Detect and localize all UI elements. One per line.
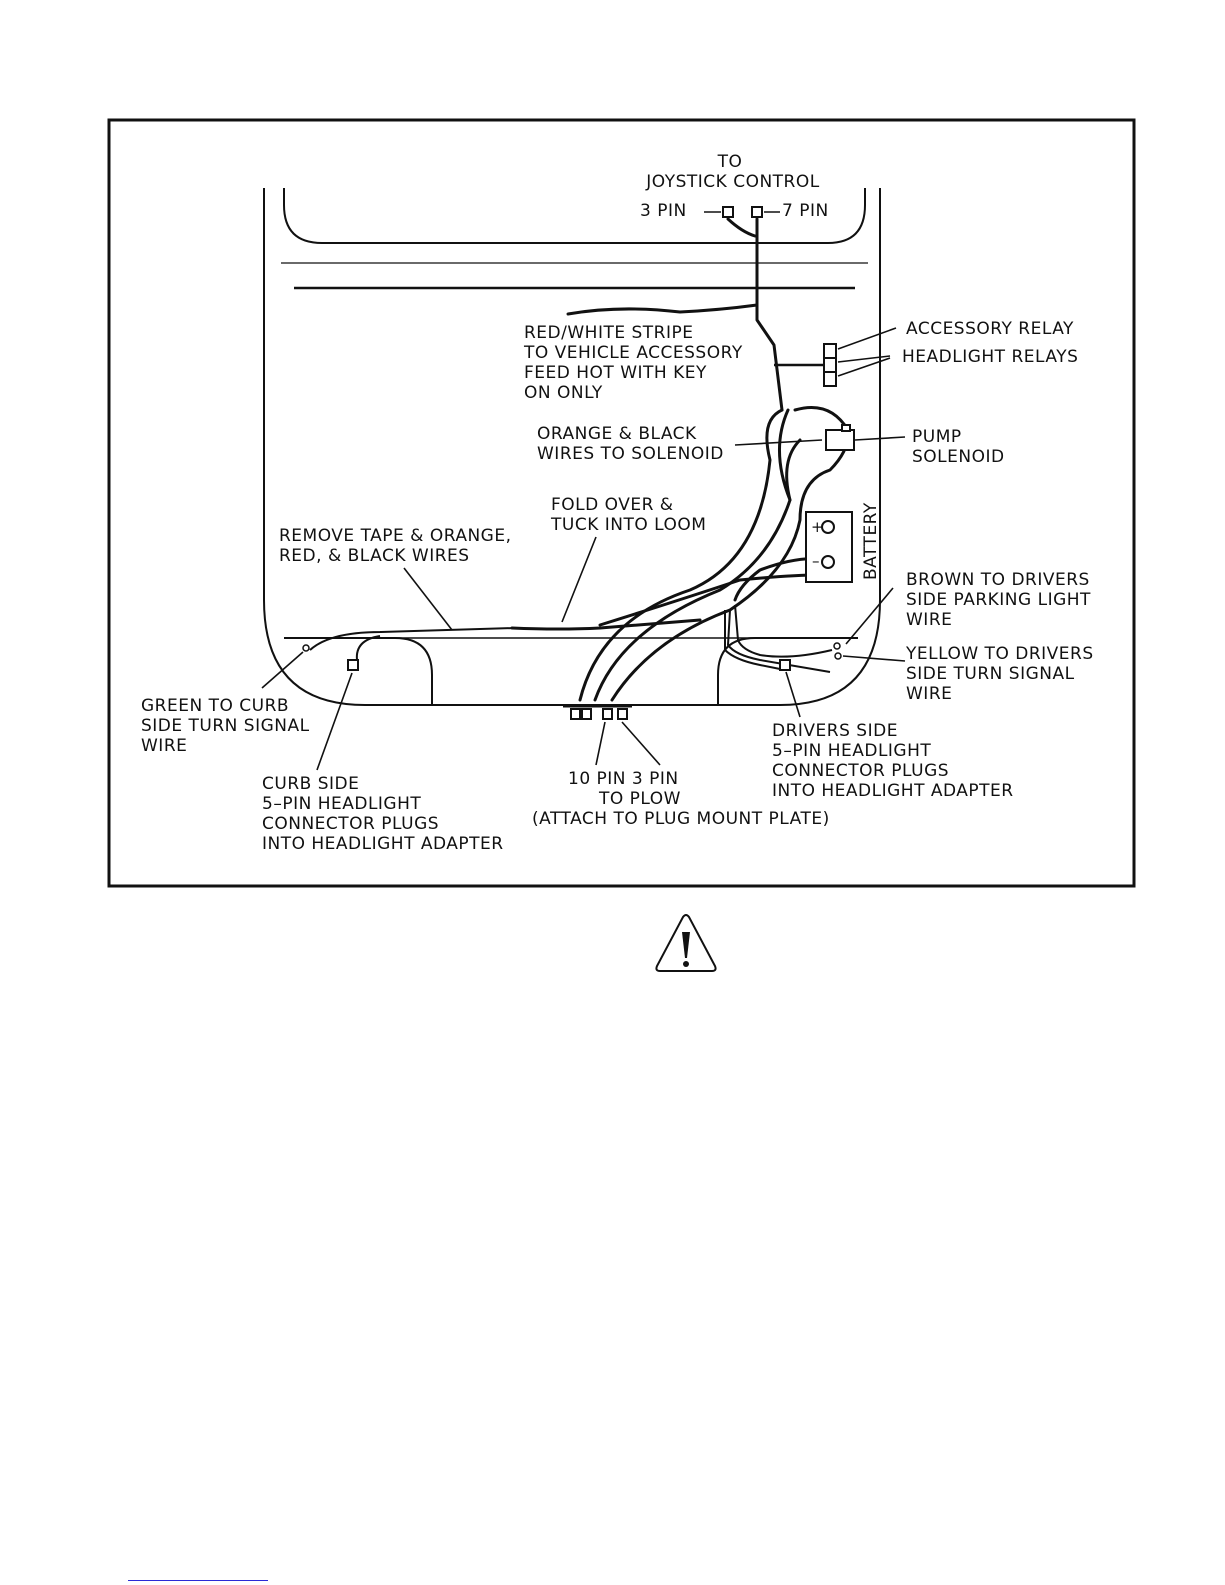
label-green: GREEN TO CURB SIDE TURN SIGNAL WIRE: [141, 696, 310, 756]
warning-triangle-icon: [655, 914, 717, 972]
plow-plugs: [563, 704, 632, 720]
svg-text:INTO HEADLIGHT ADAPTER: INTO HEADLIGHT ADAPTER: [262, 834, 504, 854]
svg-text:WIRE: WIRE: [141, 736, 187, 756]
svg-text:5–PIN HEADLIGHT: 5–PIN HEADLIGHT: [772, 741, 931, 761]
svg-text:SIDE PARKING LIGHT: SIDE PARKING LIGHT: [906, 590, 1091, 610]
svg-text:GREEN TO CURB: GREEN TO CURB: [141, 696, 289, 716]
relays: [823, 343, 837, 387]
svg-text:TO: TO: [717, 152, 743, 172]
svg-text:CONNECTOR PLUGS: CONNECTOR PLUGS: [262, 814, 439, 834]
svg-text:CURB SIDE: CURB SIDE: [262, 774, 359, 794]
label-redwhite: RED/WHITE STRIPE TO VEHICLE ACCESSORY FE…: [523, 323, 743, 403]
svg-text:FEED HOT WITH KEY: FEED HOT WITH KEY: [524, 363, 707, 383]
svg-text:PUMP: PUMP: [912, 427, 962, 447]
label-remove-tape: REMOVE TAPE & ORANGE, RED, & BLACK WIRES: [279, 526, 512, 566]
label-curb-side: CURB SIDE 5–PIN HEADLIGHT CONNECTOR PLUG…: [262, 774, 504, 854]
svg-text:REMOVE TAPE & ORANGE,: REMOVE TAPE & ORANGE,: [279, 526, 512, 546]
leader-lines: [261, 327, 906, 771]
svg-text:RED/WHITE STRIPE: RED/WHITE STRIPE: [524, 323, 694, 343]
svg-text:10 PIN 3 PIN: 10 PIN 3 PIN: [568, 769, 679, 789]
svg-text:WIRE: WIRE: [906, 684, 952, 704]
label-fold-over: FOLD OVER & TUCK INTO LOOM: [550, 495, 706, 535]
label-yellow: YELLOW TO DRIVERS SIDE TURN SIGNAL WIRE: [905, 644, 1094, 704]
svg-text:WIRES TO SOLENOID: WIRES TO SOLENOID: [537, 444, 724, 464]
joystick-connectors: [704, 206, 780, 218]
svg-text:TUCK INTO LOOM: TUCK INTO LOOM: [550, 515, 706, 535]
label-drivers-side: DRIVERS SIDE 5–PIN HEADLIGHT CONNECTOR P…: [772, 721, 1014, 801]
svg-text:ON ONLY: ON ONLY: [524, 383, 603, 403]
pump-solenoid: [825, 424, 855, 451]
svg-text:BROWN TO DRIVERS: BROWN TO DRIVERS: [906, 570, 1090, 590]
svg-text:RED, & BLACK WIRES: RED, & BLACK WIRES: [279, 546, 470, 566]
battery: + –: [805, 511, 853, 583]
svg-text:TO PLOW: TO PLOW: [598, 789, 681, 809]
svg-text:SIDE TURN SIGNAL: SIDE TURN SIGNAL: [141, 716, 310, 736]
label-battery: BATTERY: [861, 502, 881, 580]
svg-text:5–PIN HEADLIGHT: 5–PIN HEADLIGHT: [262, 794, 421, 814]
svg-text:ORANGE & BLACK: ORANGE & BLACK: [537, 424, 697, 444]
label-brown: BROWN TO DRIVERS SIDE PARKING LIGHT WIRE: [906, 570, 1091, 630]
svg-text:–: –: [812, 552, 820, 570]
label-orange-black: ORANGE & BLACK WIRES TO SOLENOID: [537, 424, 724, 464]
svg-text:JOYSTICK CONTROL: JOYSTICK CONTROL: [645, 172, 820, 192]
svg-text:+: +: [811, 518, 824, 536]
svg-text:SOLENOID: SOLENOID: [912, 447, 1005, 467]
label-accessory-relay: ACCESSORY RELAY: [906, 319, 1074, 339]
svg-text:YELLOW TO DRIVERS: YELLOW TO DRIVERS: [905, 644, 1094, 664]
svg-text:TO VEHICLE ACCESSORY: TO VEHICLE ACCESSORY: [523, 343, 743, 363]
label-pump-solenoid: PUMP SOLENOID: [912, 427, 1005, 467]
label-7pin-top: 7 PIN: [782, 201, 829, 221]
label-3pin-top: 3 PIN: [640, 201, 687, 221]
svg-text:WIRE: WIRE: [906, 610, 952, 630]
svg-text:CONNECTOR PLUGS: CONNECTOR PLUGS: [772, 761, 949, 781]
connector-ends: [302, 642, 842, 671]
label-headlight-relays: HEADLIGHT RELAYS: [902, 347, 1078, 367]
svg-text:SIDE TURN SIGNAL: SIDE TURN SIGNAL: [906, 664, 1075, 684]
svg-text:INTO HEADLIGHT ADAPTER: INTO HEADLIGHT ADAPTER: [772, 781, 1014, 801]
label-to-plow: 10 PIN 3 PIN TO PLOW (ATTACH TO PLUG MOU…: [532, 769, 830, 829]
svg-text:DRIVERS SIDE: DRIVERS SIDE: [772, 721, 898, 741]
diagram-frame: [107, 118, 1136, 888]
svg-text:(ATTACH TO PLUG MOUNT PLAT: (ATTACH TO PLUG MOUNT PLATE): [532, 809, 830, 829]
footer-link-line: [128, 1580, 268, 1581]
svg-text:FOLD OVER &: FOLD OVER &: [551, 495, 674, 515]
label-joystick: TO JOYSTICK CONTROL: [645, 152, 820, 192]
